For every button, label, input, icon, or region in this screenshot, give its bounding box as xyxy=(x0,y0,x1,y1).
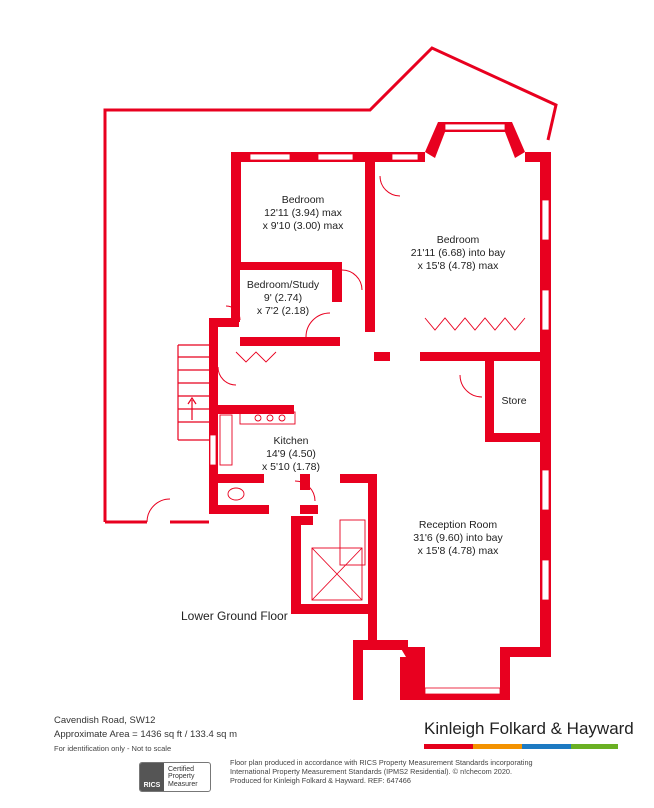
brand-bar-red xyxy=(424,744,473,749)
brand-name: Kinleigh Folkard & Hayward xyxy=(424,719,634,738)
room-dim-1: 12'11 (3.94) max xyxy=(264,207,342,219)
room-name: Bedroom/Study xyxy=(247,279,320,291)
brand-bar-orange xyxy=(473,744,522,749)
scale-note: For identification only - Not to scale xyxy=(54,744,172,753)
windows xyxy=(209,123,550,695)
boundary-line xyxy=(103,46,558,524)
disclaimer-line-3: Produced for Kinleigh Folkard & Hayward.… xyxy=(230,776,411,785)
fittings xyxy=(219,317,526,601)
room-bedroom-2: Bedroom 21'11 (6.68) into bay x 15'8 (4.… xyxy=(411,234,506,272)
rics-badge: RICS Certified Property Measurer xyxy=(139,762,211,792)
room-name: Bedroom xyxy=(437,234,480,246)
room-name: Kitchen xyxy=(273,435,308,447)
badge-line-2: Property xyxy=(168,773,195,781)
brand-bar-blue xyxy=(522,744,571,749)
room-dim-1: 21'11 (6.68) into bay xyxy=(411,247,506,259)
door-swings xyxy=(146,175,483,523)
rics-logo-text: RICS xyxy=(143,782,161,789)
room-kitchen: Kitchen 14'9 (4.50) x 5'10 (1.78) xyxy=(262,435,320,473)
room-store: Store xyxy=(501,395,526,407)
room-dim-2: x 15'8 (4.78) max xyxy=(418,545,500,557)
room-dim-1: 9' (2.74) xyxy=(264,292,302,304)
room-name: Bedroom xyxy=(282,194,325,206)
room-dim-1: 14'9 (4.50) xyxy=(266,448,316,460)
disclaimer-line-2: International Property Measurement Stand… xyxy=(230,767,512,776)
floor-label: Lower Ground Floor xyxy=(181,609,288,623)
room-name: Store xyxy=(501,395,526,407)
rics-logo: RICS xyxy=(140,763,164,791)
approximate-area: Approximate Area = 1436 sq ft / 133.4 sq… xyxy=(54,729,237,740)
brand-bar-green xyxy=(571,744,618,749)
room-reception: Reception Room 31'6 (9.60) into bay x 15… xyxy=(413,519,503,557)
disclaimer: Floor plan produced in accordance with R… xyxy=(230,758,560,785)
address: Cavendish Road, SW12 xyxy=(54,715,156,726)
room-dim-2: x 9'10 (3.00) max xyxy=(263,220,345,232)
room-bedroom-1: Bedroom 12'11 (3.94) max x 9'10 (3.00) m… xyxy=(263,194,345,232)
disclaimer-line-1: Floor plan produced in accordance with R… xyxy=(230,758,533,767)
rics-badge-text: Certified Property Measurer xyxy=(164,766,198,789)
room-bedroom-study: Bedroom/Study 9' (2.74) x 7'2 (2.18) xyxy=(247,279,320,317)
badge-line-3: Measurer xyxy=(168,780,198,788)
stairs xyxy=(177,344,209,441)
badge-line-1: Certified xyxy=(168,765,195,773)
room-dim-2: x 15'8 (4.78) max xyxy=(418,260,500,272)
room-name: Reception Room xyxy=(419,519,497,531)
room-dim-1: 31'6 (9.60) into bay xyxy=(413,532,503,544)
room-dim-2: x 7'2 (2.18) xyxy=(257,305,309,317)
room-dim-2: x 5'10 (1.78) xyxy=(262,461,320,473)
